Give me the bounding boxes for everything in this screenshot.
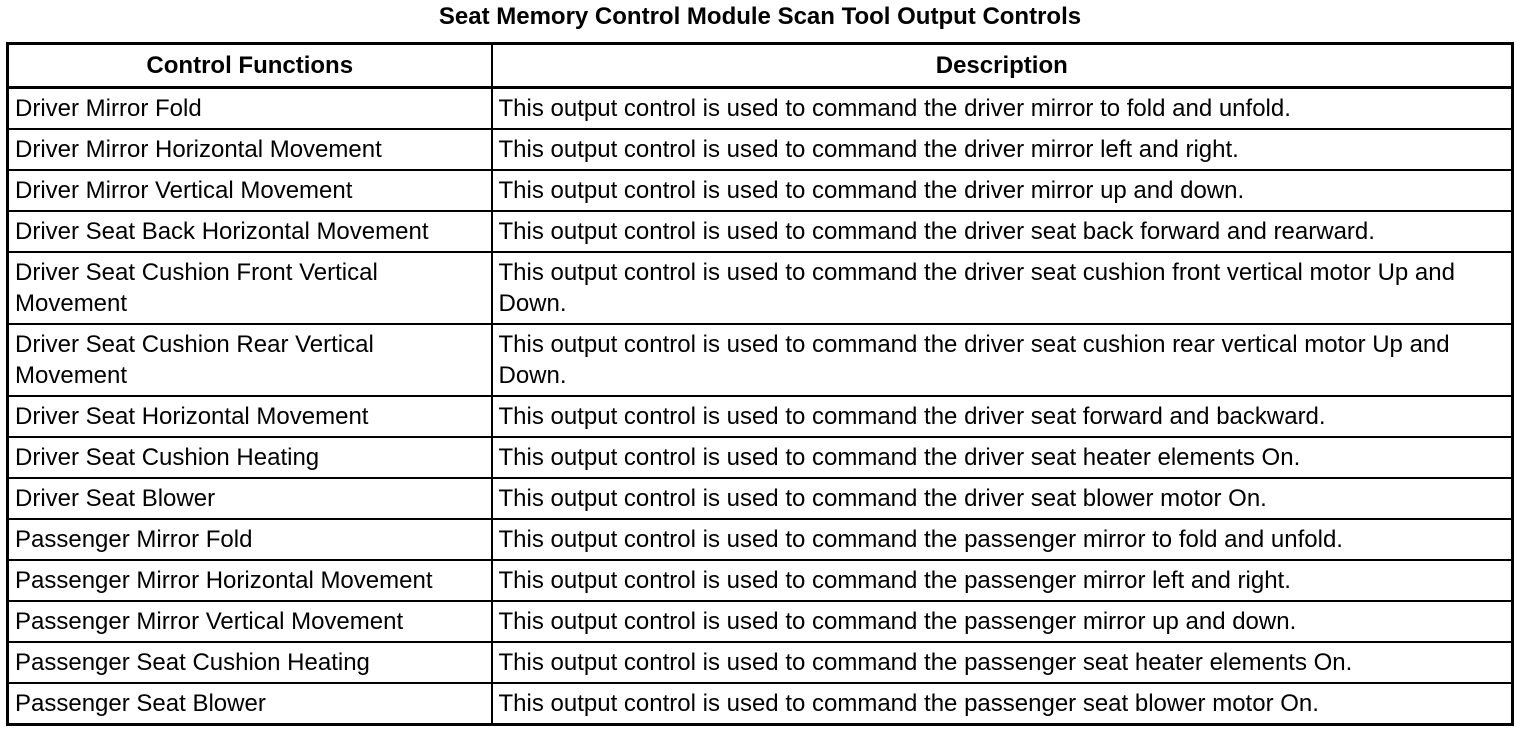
table-row: Passenger Seat Blower This output contro… bbox=[6, 682, 1514, 726]
table-row: Driver Seat Horizontal Movement This out… bbox=[6, 395, 1514, 438]
control-cell: Driver Seat Cushion Rear Vertical Moveme… bbox=[6, 323, 493, 397]
description-cell: This output control is used to command t… bbox=[490, 559, 1514, 602]
table-row: Driver Seat Blower This output control i… bbox=[6, 477, 1514, 520]
description-cell: This output control is used to command t… bbox=[490, 518, 1514, 561]
table-row: Driver Seat Cushion Heating This output … bbox=[6, 436, 1514, 479]
control-cell: Driver Seat Back Horizontal Movement bbox=[6, 210, 493, 253]
description-cell: This output control is used to command t… bbox=[490, 86, 1514, 130]
control-cell: Passenger Mirror Vertical Movement bbox=[6, 600, 493, 643]
table-row: Passenger Mirror Horizontal Movement Thi… bbox=[6, 559, 1514, 602]
description-cell: This output control is used to command t… bbox=[490, 251, 1514, 325]
table-row: Passenger Mirror Vertical Movement This … bbox=[6, 600, 1514, 643]
control-cell: Driver Seat Blower bbox=[6, 477, 493, 520]
table-row: Driver Mirror Fold This output control i… bbox=[6, 86, 1514, 130]
description-cell: This output control is used to command t… bbox=[490, 641, 1514, 684]
control-cell: Driver Seat Horizontal Movement bbox=[6, 395, 493, 438]
description-cell: This output control is used to command t… bbox=[490, 323, 1514, 397]
table-row: Driver Seat Cushion Rear Vertical Moveme… bbox=[6, 323, 1514, 397]
description-cell: This output control is used to command t… bbox=[490, 210, 1514, 253]
description-cell: This output control is used to command t… bbox=[490, 128, 1514, 171]
table-row: Driver Seat Back Horizontal Movement Thi… bbox=[6, 210, 1514, 253]
page-title: Seat Memory Control Module Scan Tool Out… bbox=[438, 3, 1082, 30]
control-cell: Passenger Mirror Fold bbox=[6, 518, 493, 561]
table-header-row: Control Functions Description bbox=[6, 42, 1514, 89]
description-cell: This output control is used to command t… bbox=[490, 436, 1514, 479]
control-cell: Driver Seat Cushion Front Vertical Movem… bbox=[6, 251, 493, 325]
description-cell: This output control is used to command t… bbox=[490, 395, 1514, 438]
description-cell: This output control is used to command t… bbox=[490, 477, 1514, 520]
table-row: Passenger Mirror Fold This output contro… bbox=[6, 518, 1514, 561]
description-cell: This output control is used to command t… bbox=[490, 169, 1514, 212]
control-cell: Passenger Seat Blower bbox=[6, 682, 493, 726]
table-row: Passenger Seat Cushion Heating This outp… bbox=[6, 641, 1514, 684]
control-cell: Driver Mirror Horizontal Movement bbox=[6, 128, 493, 171]
column-header-control-functions: Control Functions bbox=[6, 42, 493, 89]
column-header-description: Description bbox=[490, 42, 1514, 89]
control-cell: Driver Mirror Fold bbox=[6, 86, 493, 130]
description-cell: This output control is used to command t… bbox=[490, 682, 1514, 726]
output-controls-table: Control Functions Description Driver Mir… bbox=[6, 42, 1514, 726]
control-cell: Passenger Seat Cushion Heating bbox=[6, 641, 493, 684]
control-cell: Driver Mirror Vertical Movement bbox=[6, 169, 493, 212]
control-cell: Driver Seat Cushion Heating bbox=[6, 436, 493, 479]
table-row: Driver Mirror Vertical Movement This out… bbox=[6, 169, 1514, 212]
description-cell: This output control is used to command t… bbox=[490, 600, 1514, 643]
table-row: Driver Seat Cushion Front Vertical Movem… bbox=[6, 251, 1514, 325]
table-row: Driver Mirror Horizontal Movement This o… bbox=[6, 128, 1514, 171]
control-cell: Passenger Mirror Horizontal Movement bbox=[6, 559, 493, 602]
